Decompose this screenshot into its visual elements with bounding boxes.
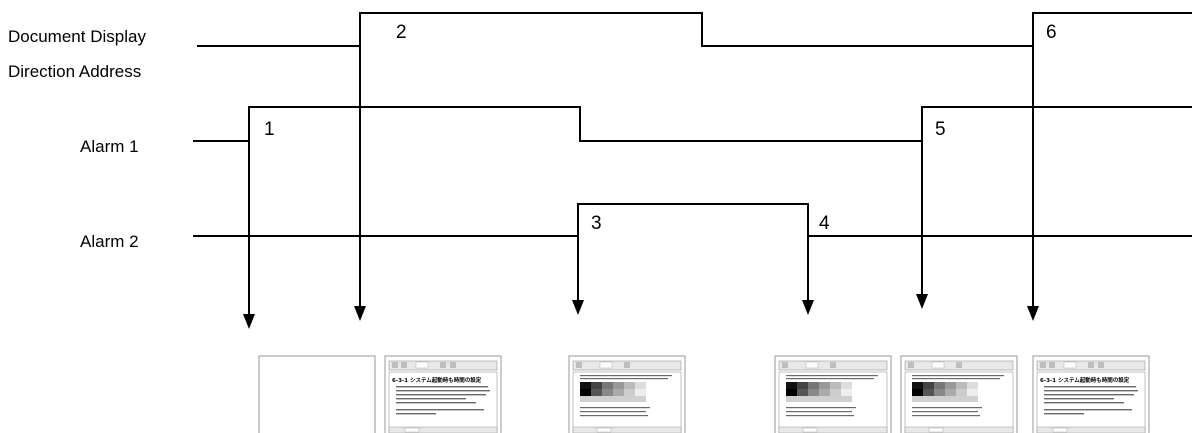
text-line [786, 415, 854, 417]
toolbar-icon [1088, 362, 1094, 368]
text-line [1044, 386, 1136, 388]
text-line [580, 375, 672, 377]
arrow-head-6 [1027, 306, 1039, 321]
status-bar [388, 426, 498, 433]
text-line [580, 411, 646, 413]
toolbar-icon [1098, 362, 1104, 368]
text-line [396, 402, 476, 404]
toolbar-icon [440, 362, 446, 368]
page-area [572, 371, 682, 433]
page-area [778, 371, 888, 433]
page-box [1052, 427, 1068, 433]
alarm2-signal-line [193, 203, 1192, 237]
screen-thumbnail-6: 6-3-1 システム起動時も時間の設定 [1032, 355, 1150, 433]
arrow-head-5 [916, 294, 928, 309]
status-bar [1036, 426, 1146, 433]
event-numbers: 1 2 3 4 5 6 [264, 22, 1057, 234]
screen-thumbnail-5 [900, 355, 1018, 433]
zoom-box [1063, 361, 1077, 369]
toolbar-icon [1040, 362, 1046, 368]
arrow-head-3 [572, 300, 584, 315]
screen-thumbnail-2: 6-3-1 システム起動時も時間の設定 [384, 355, 502, 433]
event-number-1: 1 [264, 119, 275, 140]
arrow-head-1 [243, 314, 255, 329]
toolbar-icon [392, 362, 398, 368]
text-line [580, 415, 648, 417]
toolbar-icon [908, 362, 914, 368]
toolbar-icon [1049, 362, 1055, 368]
toolbar-icon [576, 362, 582, 368]
doc-label-line-1: Document Display [8, 27, 146, 46]
screen-thumbnail-4 [774, 355, 892, 433]
signal-labels: Document Display Direction Address Alarm… [8, 27, 146, 251]
text-line [1044, 394, 1134, 396]
text-line [786, 411, 852, 413]
status-bar [904, 426, 1014, 433]
text-line [786, 407, 856, 409]
text-line [580, 407, 650, 409]
status-bar [778, 426, 888, 433]
text-line [912, 407, 982, 409]
text-line [1044, 402, 1124, 404]
screen-thumbnail-1 [258, 355, 376, 433]
event-number-6: 6 [1046, 22, 1057, 43]
arrow-head-4 [802, 300, 814, 315]
doc-label-line-2: Direction Address [8, 62, 141, 81]
event-number-2: 2 [396, 22, 407, 43]
text-line [1044, 413, 1084, 415]
alarm1-label: Alarm 1 [80, 137, 139, 156]
screen-thumbnails: 6-3-1 システム起動時も時間の設定 [258, 355, 1150, 433]
text-line [580, 378, 668, 380]
text-line [396, 394, 486, 396]
text-line [396, 386, 488, 388]
status-bar [572, 426, 682, 433]
toolbar-icon [450, 362, 456, 368]
page-area [904, 371, 1014, 433]
document-heading: 6-3-1 システム起動時も時間の設定 [392, 376, 482, 384]
screen-frame [258, 355, 376, 433]
zoom-box [415, 361, 429, 369]
document-heading: 6-3-1 システム起動時も時間の設定 [1040, 376, 1130, 384]
text-line [912, 378, 1000, 380]
screen-thumbnail-3 [568, 355, 686, 433]
toolbar-icon [830, 362, 836, 368]
arrow-head-2 [354, 306, 366, 321]
text-line [786, 375, 878, 377]
grayscale-grid [912, 382, 978, 402]
text-line [786, 378, 874, 380]
toolbar-icon [624, 362, 630, 368]
zoom-box [931, 361, 945, 369]
text-line [396, 390, 490, 392]
alarm1-signal-line [193, 106, 1192, 142]
text-line [396, 409, 484, 411]
zoom-box [599, 361, 613, 369]
page-box [404, 427, 420, 433]
page-box [596, 427, 612, 433]
toolbar-icon [782, 362, 788, 368]
doc-signal-line [197, 12, 1192, 47]
event-arrows [243, 46, 1039, 329]
text-line [912, 415, 980, 417]
grayscale-grid [580, 382, 646, 402]
text-line [912, 375, 1004, 377]
event-number-3: 3 [591, 213, 602, 234]
text-line [396, 413, 436, 415]
text-line [1044, 409, 1132, 411]
toolbar-icon [401, 362, 407, 368]
event-number-5: 5 [935, 119, 946, 140]
text-line [1044, 390, 1138, 392]
toolbar-icon [956, 362, 962, 368]
grayscale-grid [786, 382, 852, 402]
page-box [802, 427, 818, 433]
text-line [396, 398, 466, 400]
zoom-box [805, 361, 819, 369]
text-line [1044, 398, 1114, 400]
text-line [912, 411, 978, 413]
event-number-4: 4 [819, 213, 830, 234]
alarm2-label: Alarm 2 [80, 232, 139, 251]
page-box [928, 427, 944, 433]
